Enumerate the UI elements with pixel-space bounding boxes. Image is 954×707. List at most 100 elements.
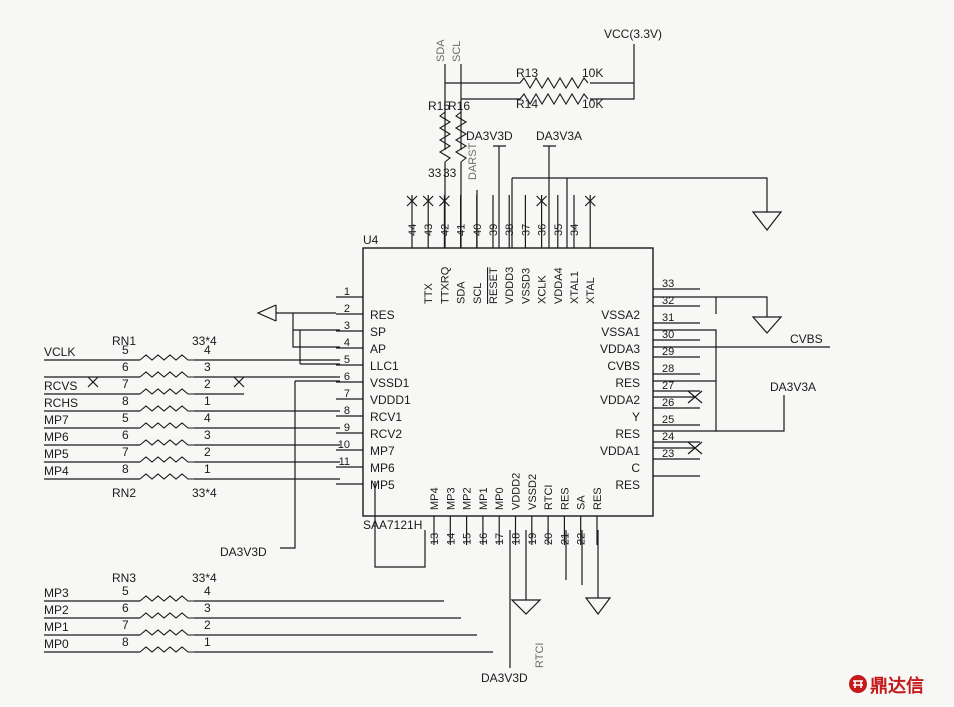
rn-resistor <box>139 629 194 636</box>
r13-value: 10K <box>582 66 603 80</box>
rn-pin-right: 1 <box>204 394 211 408</box>
bottom-pin-name: MP2 <box>462 487 474 510</box>
top-pin-number: 43 <box>423 224 435 236</box>
rn-pin-left: 5 <box>122 584 129 598</box>
no-connect-mark <box>536 195 548 207</box>
left-pin-number: 8 <box>344 405 350 417</box>
rn-pin-left: 6 <box>122 601 129 615</box>
r16-label: R16 <box>448 99 470 113</box>
i2c-pullups: SDA SCL VCC(3.3V) R13 10K R14 10K R15 R1… <box>428 27 662 180</box>
bottom-pin-number: 17 <box>494 533 506 545</box>
left-pin-name: MP7 <box>370 444 395 458</box>
bottom-pin-number: 15 <box>462 533 474 545</box>
rn-pin-left: 7 <box>122 377 129 391</box>
top-pin-name: VDDD3 <box>504 267 516 304</box>
left-pin-name: MP6 <box>370 461 395 475</box>
left-pin-number: 1 <box>344 286 350 298</box>
rn-pin-right: 1 <box>204 635 211 649</box>
top-pin-name: XTAL1 <box>569 271 581 304</box>
da3v3d-left-label: DA3V3D <box>220 545 267 559</box>
right-pin-name: C <box>631 461 640 475</box>
rn3-value: 33*4 <box>192 571 217 585</box>
right-pin-name: RES <box>615 376 640 390</box>
rn-net-name: MP7 <box>44 413 69 427</box>
top-pin-name: TTX <box>423 283 435 304</box>
rn-resistor <box>139 354 194 361</box>
sda-label: SDA <box>435 39 447 62</box>
right-pin-name: RES <box>615 427 640 441</box>
left-pin-number: 7 <box>344 388 350 400</box>
cvbs-net-label: CVBS <box>790 332 823 346</box>
da3v3a-right-label: DA3V3A <box>770 380 816 394</box>
r15-value: 33 <box>428 166 442 180</box>
rn2-label: RN2 <box>112 486 136 500</box>
no-connect-mark <box>406 195 418 207</box>
rn1-label: RN1 <box>112 334 136 348</box>
left-pin-number: 11 <box>339 456 350 468</box>
right-pin-number: 23 <box>662 448 674 460</box>
left-pin-number: 4 <box>344 337 350 349</box>
right-pin-number: 29 <box>662 346 674 358</box>
r15-label: R15 <box>428 99 450 113</box>
bottom-pin-number: 16 <box>478 533 490 545</box>
right-pin-number: 31 <box>662 312 674 324</box>
right-pin-number: 27 <box>662 380 674 392</box>
top-pin-number: 35 <box>553 224 565 236</box>
top-pin-number: 44 <box>407 224 419 236</box>
rn-resistor <box>139 405 194 412</box>
bottom-pin-name: RES <box>559 487 571 510</box>
rn-resistor <box>139 473 194 480</box>
rn-pin-left: 5 <box>122 343 129 357</box>
bottom-pin-number: 18 <box>511 533 523 545</box>
left-pin-name: MP5 <box>370 478 395 492</box>
rn2-value: 33*4 <box>192 486 217 500</box>
rn-net-name: RCHS <box>44 396 78 410</box>
bottom-pin-name: SA <box>576 495 588 510</box>
top-pin-number: 38 <box>504 224 516 236</box>
watermark-text: 鼎达信 <box>870 676 924 697</box>
rtci-label: RTCI <box>534 643 546 668</box>
rn-resistor <box>139 371 194 378</box>
right-pin-name: RES <box>615 478 640 492</box>
rn-net-name: RCVS <box>44 379 77 393</box>
rn-net-name: MP3 <box>44 586 69 600</box>
right-pin-name: VDDA2 <box>600 393 640 407</box>
rn-pin-right: 3 <box>204 360 211 374</box>
rn-pin-left: 8 <box>122 394 129 408</box>
bottom-pin-number: 20 <box>543 533 555 545</box>
left-pin-number: 2 <box>344 303 350 315</box>
top-pin-number: 39 <box>488 224 500 236</box>
darst-label: DARST <box>467 142 479 180</box>
rn-pin-right: 4 <box>204 584 211 598</box>
logo-icon <box>849 675 867 693</box>
left-pin-name: RCV1 <box>370 410 402 424</box>
bottom-pin-number: 14 <box>445 533 457 545</box>
bottom-pin-name: VSSD2 <box>527 474 539 510</box>
r14-label: R14 <box>516 97 538 111</box>
rn-pin-right: 3 <box>204 428 211 442</box>
top-pin-number: 40 <box>472 224 484 236</box>
rn3-label: RN3 <box>112 571 136 585</box>
da3v3a-top-label: DA3V3A <box>536 129 582 143</box>
right-pin-number: 30 <box>662 329 674 341</box>
rn-pin-right: 2 <box>204 377 211 391</box>
no-connect-mark <box>422 195 434 207</box>
top-pin-name: SCL <box>472 283 484 304</box>
right-pin-number: 33 <box>662 278 674 290</box>
right-pin-name: Y <box>632 410 640 424</box>
bottom-pin-number: 13 <box>429 533 441 545</box>
rn-pin-left: 7 <box>122 445 129 459</box>
left-pin-name: VDDD1 <box>370 393 411 407</box>
rn-net-name: MP1 <box>44 620 69 634</box>
right-pin-name: VSSA2 <box>601 308 640 322</box>
rn-resistor <box>139 456 194 463</box>
right-pin-name: VDDA1 <box>600 444 640 458</box>
r16-value: 33 <box>443 166 457 180</box>
top-pin-name: RESET <box>488 267 500 304</box>
rn-pin-right: 3 <box>204 601 211 615</box>
rn-resistor <box>139 439 194 446</box>
da3v3d-bottom-label: DA3V3D <box>481 671 528 685</box>
top-pin-name: TTXRQ <box>439 266 451 304</box>
